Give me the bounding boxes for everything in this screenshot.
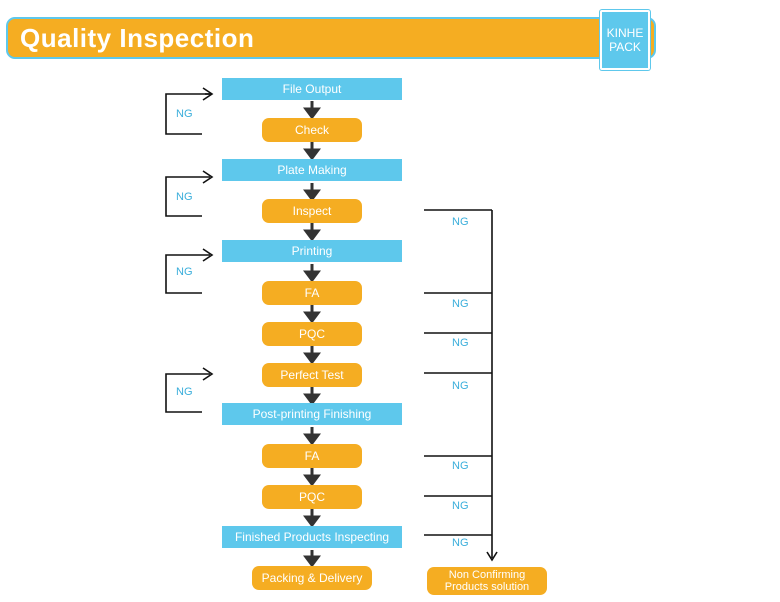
ng-lines-right xyxy=(424,209,498,562)
step-label: Perfect Test xyxy=(280,368,344,382)
step-label: Printing xyxy=(291,244,333,258)
step-post-printing-finishing: Post-printing Finishing xyxy=(222,403,402,425)
step-label: Inspect xyxy=(292,204,332,218)
ng-label: NG xyxy=(452,298,469,310)
ncp-line2: Products solution xyxy=(444,581,530,593)
step-inspect: Inspect xyxy=(262,199,362,223)
ng-label: NG xyxy=(452,216,469,228)
ng-label: NG xyxy=(452,537,469,549)
step-label: PQC xyxy=(298,490,325,504)
step-fa-2: FA xyxy=(262,444,362,468)
step-label: FA xyxy=(304,286,320,300)
step-label: PQC xyxy=(298,327,325,341)
step-label: Post-printing Finishing xyxy=(252,407,372,421)
step-label: File Output xyxy=(282,82,342,96)
ng-label: NG xyxy=(176,386,193,398)
step-label: Plate Making xyxy=(277,163,347,177)
non-confirming-products-solution: Non Confirming Products solution xyxy=(427,567,547,595)
ng-label: NG xyxy=(452,500,469,512)
down-arrows xyxy=(303,101,321,568)
step-label: Check xyxy=(294,123,329,137)
ng-label: NG xyxy=(452,337,469,349)
ng-label: NG xyxy=(176,191,193,203)
ng-label: NG xyxy=(176,266,193,278)
step-finished-products-inspecting: Finished Products Inspecting xyxy=(222,526,402,548)
logo-text-line2: PACK xyxy=(609,40,641,54)
step-printing: Printing xyxy=(222,240,402,262)
ncp-line1: Non Confirming xyxy=(448,569,526,581)
step-plate-making: Plate Making xyxy=(222,159,402,181)
step-pqc-2: PQC xyxy=(262,485,362,509)
step-check: Check xyxy=(262,118,362,142)
step-fa-1: FA xyxy=(262,281,362,305)
step-label: Finished Products Inspecting xyxy=(234,530,390,544)
ng-loops-left xyxy=(165,87,214,413)
step-pqc-1: PQC xyxy=(262,322,362,346)
step-label: Packing & Delivery xyxy=(261,571,363,585)
step-label: FA xyxy=(304,449,320,463)
kinhe-pack-logo: KINHE PACK xyxy=(600,10,650,70)
step-packing-delivery: Packing & Delivery xyxy=(252,566,372,590)
step-perfect-test: Perfect Test xyxy=(262,363,362,387)
step-file-output: File Output xyxy=(222,78,402,100)
ng-label: NG xyxy=(176,108,193,120)
page-title: Quality Inspection xyxy=(20,23,255,53)
title-banner: Quality Inspection xyxy=(6,17,656,59)
ng-label: NG xyxy=(452,460,469,472)
logo-text-line1: KINHE xyxy=(606,26,644,40)
ng-label: NG xyxy=(452,380,469,392)
